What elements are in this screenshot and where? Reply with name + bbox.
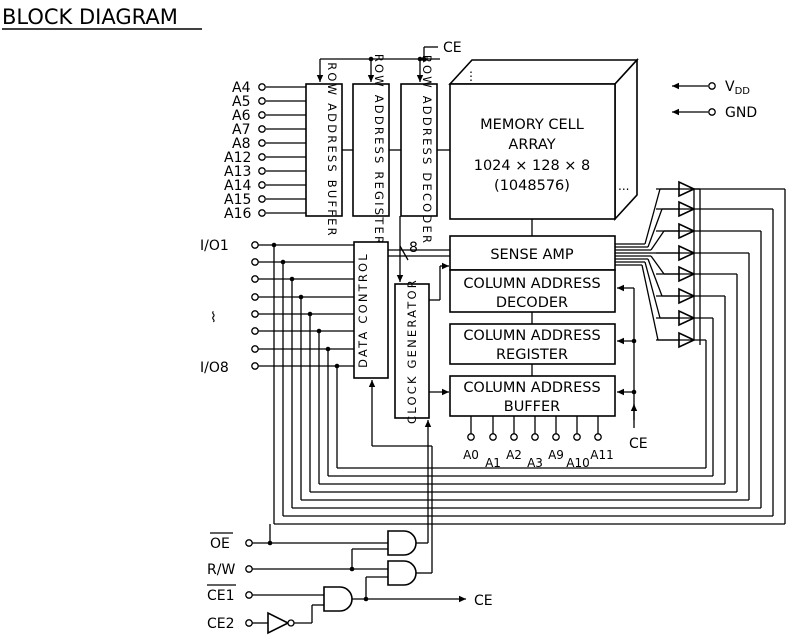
column-address-register xyxy=(449,323,616,365)
clock-generator-label: CLOCK GENERATOR xyxy=(405,278,419,424)
pin-label-a6: A6 xyxy=(232,108,251,124)
data-control-label: DATA CONTROL xyxy=(356,252,370,368)
io8-label: I/O8 xyxy=(200,360,229,376)
diagram-title: BLOCK DIAGRAM xyxy=(2,5,178,29)
clock-generator xyxy=(394,283,430,419)
row-address-buffer xyxy=(305,83,343,217)
col-register-line2: REGISTER xyxy=(496,347,568,363)
col-pin-a2: A2 xyxy=(506,448,522,462)
data-control xyxy=(353,241,389,379)
col-buffer-line2: BUFFER xyxy=(504,399,560,415)
pin-label-a4: A4 xyxy=(232,80,251,96)
pin-label-a8: A8 xyxy=(232,136,250,152)
pin-label-a15: A15 xyxy=(224,192,251,208)
sense-amp xyxy=(449,235,616,271)
col-pin-a9: A9 xyxy=(548,448,564,462)
sense-amp-label: SENSE AMP xyxy=(490,247,574,263)
gnd-label: GND xyxy=(725,105,757,121)
oe-label: OE xyxy=(210,536,230,552)
col-pin-a1: A1 xyxy=(485,456,501,470)
pin-label-a14: A14 xyxy=(224,178,251,194)
ce-right-label: CE xyxy=(629,436,648,452)
col-buffer-line1: COLUMN ADDRESS xyxy=(463,380,600,396)
control-logic: OE R/W CE1 CE2 xyxy=(207,380,493,635)
col-pin-a0: A0 xyxy=(463,448,479,462)
ce-top-label: CE xyxy=(443,40,462,56)
memory-label-line3: 1024 × 128 × 8 xyxy=(474,158,591,174)
bus-width-label: 8 xyxy=(409,240,418,256)
memory-dots: ... xyxy=(618,179,629,193)
memory-cell-array: MEMORY CELL ARRAY 1024 × 128 × 8 (104857… xyxy=(448,57,639,222)
io-pins: I/O1 ⌇ I/O8 xyxy=(200,238,354,524)
col-decoder-line2: DECODER xyxy=(496,295,568,311)
col-register-line1: COLUMN ADDRESS xyxy=(463,328,600,344)
column-blocks: SENSE AMP COLUMN ADDRESS DECODER COLUMN … xyxy=(449,219,616,417)
pin-label-a7: A7 xyxy=(232,122,250,138)
memory-label-line1: MEMORY CELL xyxy=(480,117,584,133)
row-address-decoder-label: ROW ADDRESS DECODER xyxy=(420,55,434,245)
col-pin-a3: A3 xyxy=(527,456,543,470)
vdd-subscript: DD xyxy=(735,86,751,97)
pin-label-a12: A12 xyxy=(224,150,251,166)
pin-label-a16: A16 xyxy=(224,206,251,222)
row-address-buffer-label: ROW ADDRESS BUFFER xyxy=(325,62,339,238)
column-address-decoder xyxy=(449,269,616,313)
row-address-pins: A4 A5 A6 A7 A8 A12 A13 A14 A15 A16 xyxy=(224,80,306,222)
memory-vdots: ⋮ xyxy=(465,69,477,83)
row-address-register-label: ROW ADDRESS REGISTER xyxy=(372,54,386,246)
pin-label-a5: A5 xyxy=(232,94,250,110)
col-decoder-line1: COLUMN ADDRESS xyxy=(463,276,600,292)
pin-label-a13: A13 xyxy=(224,164,251,180)
io1-label: I/O1 xyxy=(200,238,229,254)
output-buffers xyxy=(678,180,696,349)
rw-label: R/W xyxy=(207,562,235,578)
ce-out-label: CE xyxy=(474,593,493,609)
ce1-label: CE1 xyxy=(207,588,235,604)
power-pins: VDD GND xyxy=(672,79,757,121)
col-pin-a11: A11 xyxy=(590,448,613,462)
io-ellipsis: ⌇ xyxy=(210,310,217,326)
vdd-label: VDD xyxy=(725,79,750,97)
memory-label-line4: (1048576) xyxy=(494,178,570,194)
col-pin-a10: A10 xyxy=(566,456,589,470)
ce2-label: CE2 xyxy=(207,616,235,632)
memory-label-line2: ARRAY xyxy=(508,137,555,153)
column-address-pins: A0 A1 A2 A3 A9 A10 A11 xyxy=(463,416,614,470)
